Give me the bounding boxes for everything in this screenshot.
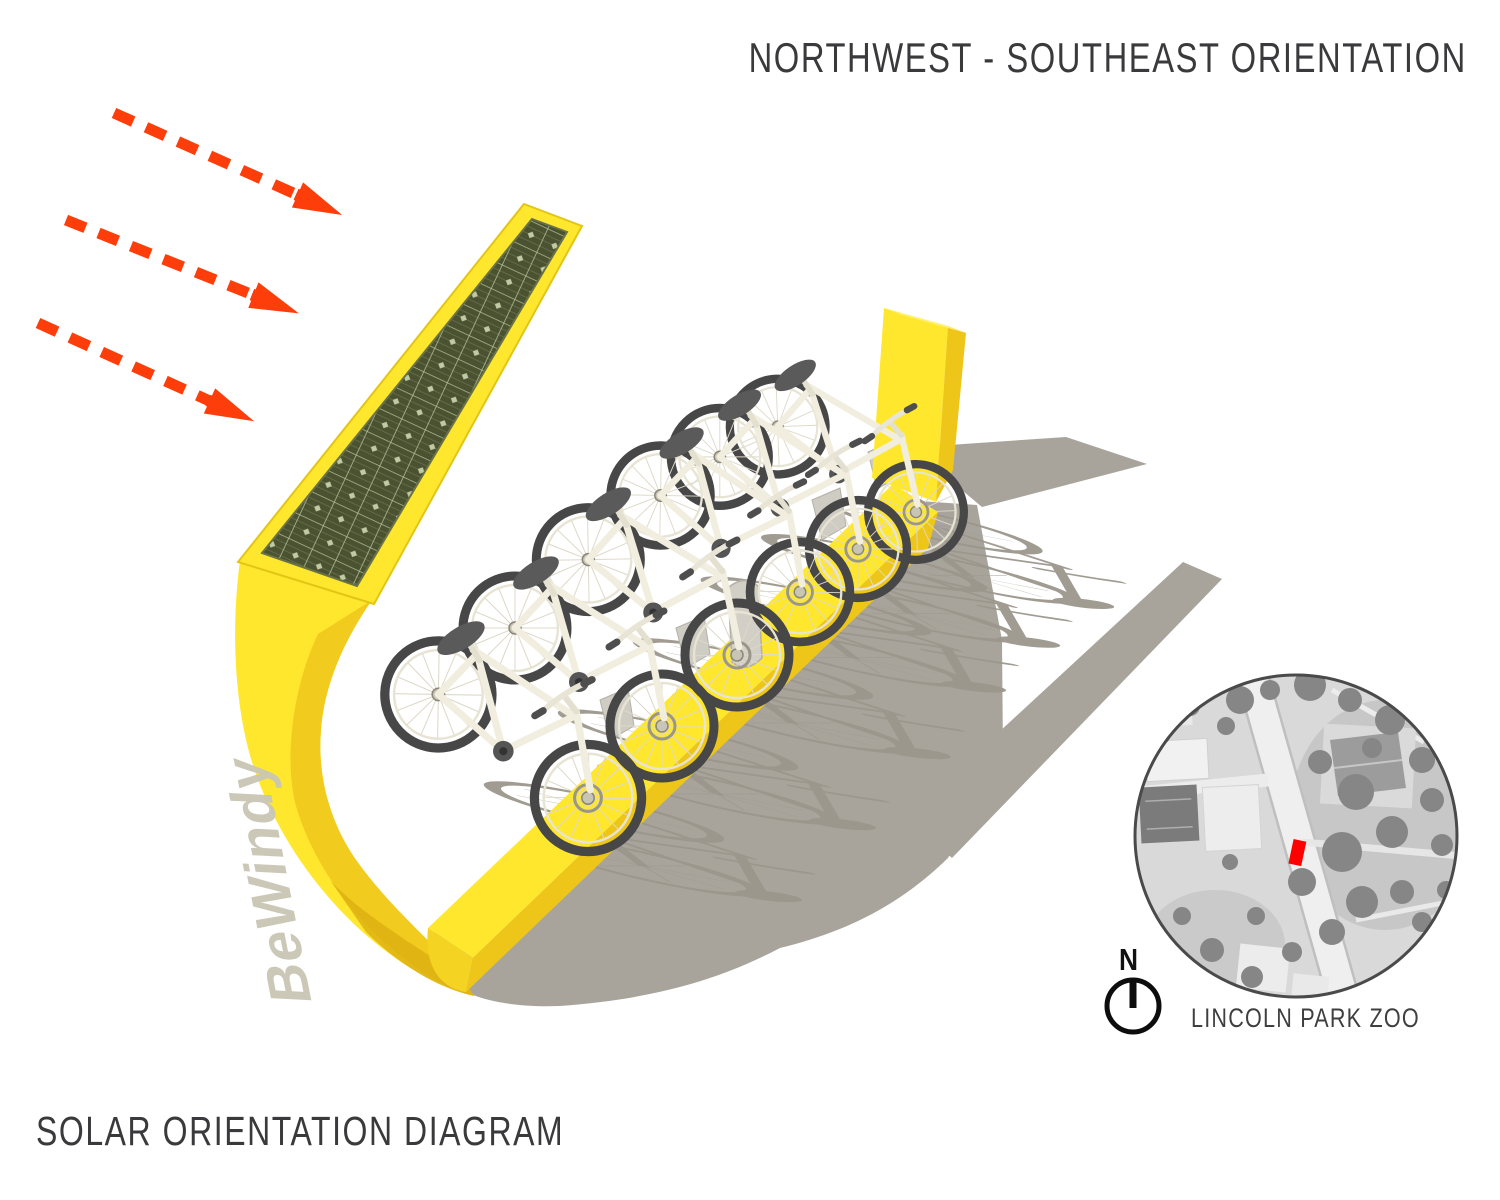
orientation-title: NORTHWEST - SOUTHEAST ORIENTATION xyxy=(748,34,1467,81)
sun-arrow xyxy=(111,107,343,215)
fin-top-edge xyxy=(884,308,966,333)
page-title: SOLAR ORIENTATION DIAGRAM xyxy=(36,1108,565,1154)
map-circle-border xyxy=(1133,673,1459,999)
map-label: LINCOLN PARK ZOO xyxy=(1191,1003,1420,1033)
sun-arrow xyxy=(35,317,255,422)
canopy-support-shade xyxy=(290,600,474,996)
compass-north-label: N xyxy=(1119,942,1139,977)
solar-panel xyxy=(260,217,569,588)
fin-side xyxy=(936,326,966,502)
compass-north-icon xyxy=(1104,977,1162,1035)
canopy-structure xyxy=(235,202,584,996)
sun-arrow xyxy=(63,214,299,314)
site-location-marker xyxy=(1288,839,1307,867)
base-endcap xyxy=(427,928,473,992)
sun-arrows xyxy=(35,107,343,422)
site-map xyxy=(1133,673,1459,999)
canopy-support xyxy=(235,560,474,996)
fin-shadow xyxy=(905,437,1147,507)
